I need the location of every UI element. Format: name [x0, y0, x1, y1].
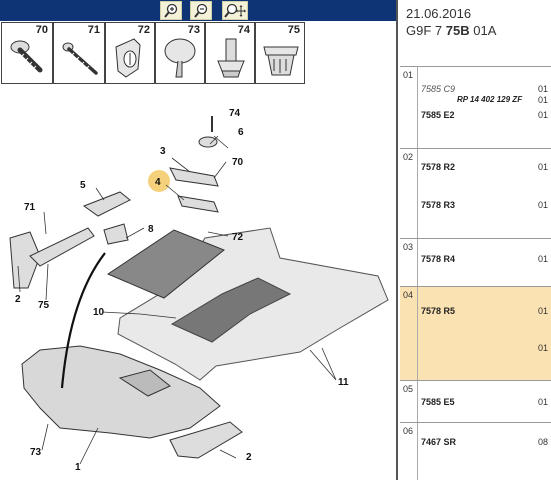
fastener-number: 70	[35, 24, 48, 36]
zoom-in-button[interactable]	[160, 1, 182, 20]
part-number: 7585 E5	[421, 397, 455, 407]
callout-label: 2	[15, 294, 21, 305]
parts-row[interactable]: 05 7585 E5 01	[400, 380, 551, 422]
part-number: 7467 SR	[421, 437, 457, 447]
header-reference: G9F 7 75B 01A	[406, 23, 496, 38]
part-number: 7585 E2	[421, 110, 455, 120]
part-number: 7578 R4	[421, 254, 456, 264]
callout-label: 70	[232, 157, 244, 168]
row-index: 02	[400, 149, 418, 238]
quantity: 08	[537, 437, 548, 447]
row-index: 06	[400, 423, 418, 480]
fastener-cell[interactable]: 74	[205, 22, 255, 84]
parts-row[interactable]: 01 7585 C9 RP 14 402 129 ZF 7585 E2 01 0…	[400, 66, 551, 148]
callout-label: 10	[93, 307, 105, 318]
diagram-panel: 70 71 72 73	[0, 0, 398, 480]
quantity: 01	[537, 110, 548, 120]
callout-label: 72	[232, 232, 244, 243]
parts-row[interactable]: 03 7578 R4 01	[400, 238, 551, 286]
nut-icon	[217, 38, 245, 78]
quantity: 01	[537, 254, 548, 264]
part-number: 7578 R2	[421, 162, 456, 172]
callout-label: 11	[338, 377, 349, 388]
ref-part-a: G9F 7	[406, 23, 443, 38]
callout-label: 73	[30, 447, 42, 458]
callout-label: 4	[155, 177, 161, 188]
part-number: 7578 R3	[421, 200, 456, 210]
fastener-cell[interactable]: 75	[255, 22, 305, 84]
callout-label: 71	[24, 202, 36, 213]
quantity: 01	[537, 200, 548, 210]
fastener-cell[interactable]: 70	[1, 22, 53, 84]
part-number: 7578 R5	[421, 306, 456, 316]
zoom-fit-button[interactable]	[222, 1, 248, 20]
callout-label: 8	[148, 224, 154, 235]
parts-row-selected[interactable]: 04 7578 R5 01 01	[400, 286, 551, 380]
part-reference: RP 14 402 129 ZF	[457, 95, 523, 104]
quantity: 01	[537, 84, 548, 94]
zoom-out-button[interactable]	[190, 1, 212, 20]
zoom-fit-icon	[224, 3, 246, 18]
callout-label: 1	[75, 462, 81, 473]
row-index: 05	[400, 381, 418, 422]
toolbar	[0, 0, 396, 21]
fastener-number: 74	[237, 24, 250, 36]
fastener-strip: 70 71 72 73	[0, 22, 396, 86]
header-date: 21.06.2016	[406, 6, 472, 21]
ref-part-c: 01A	[473, 23, 497, 38]
push-pin-icon	[164, 38, 196, 78]
zoom-out-icon	[194, 3, 208, 18]
quantity: 01	[537, 306, 548, 316]
row-index: 04	[400, 287, 418, 380]
quantity: 01	[537, 343, 548, 353]
callout-label: 6	[238, 127, 244, 138]
parts-row[interactable]: 02 7578 R2 7578 R3 01 01	[400, 148, 551, 238]
quantity: 01	[537, 162, 548, 172]
fastener-number: 73	[187, 24, 200, 36]
row-index: 01	[400, 67, 418, 148]
exploded-view-diagram: 74 6 3 70 4 5 71 8 72 10 2 75 11 73 1 2	[0, 88, 396, 480]
clip-icon	[263, 46, 299, 76]
plug-icon	[115, 38, 141, 78]
quantity: 01	[537, 95, 548, 105]
callout-label: 2	[246, 452, 252, 463]
fastener-cell[interactable]: 72	[105, 22, 155, 84]
callout-label: 5	[80, 180, 86, 191]
parts-header: 21.06.2016 G9F 7 75B 01A	[400, 0, 551, 62]
callout-label: 74	[229, 108, 241, 119]
part-number: 7585 C9	[421, 84, 456, 94]
fastener-cell[interactable]: 71	[53, 22, 105, 84]
row-index: 03	[400, 239, 418, 286]
ref-part-b: 75B	[445, 23, 470, 38]
screw-icon	[62, 42, 98, 75]
callout-label: 75	[38, 300, 50, 311]
fastener-number: 71	[87, 24, 100, 36]
parts-row[interactable]: 06 7467 SR 08	[400, 422, 551, 480]
quantity: 01	[537, 397, 548, 407]
callout-label: 3	[160, 146, 166, 157]
zoom-in-icon	[164, 3, 178, 18]
screw-icon	[10, 40, 43, 73]
fastener-number: 72	[137, 24, 150, 36]
parts-list-panel: 21.06.2016 G9F 7 75B 01A 01 7585 C9 RP 1…	[400, 0, 551, 480]
fastener-number: 75	[287, 24, 300, 36]
fastener-cell[interactable]: 73	[155, 22, 205, 84]
